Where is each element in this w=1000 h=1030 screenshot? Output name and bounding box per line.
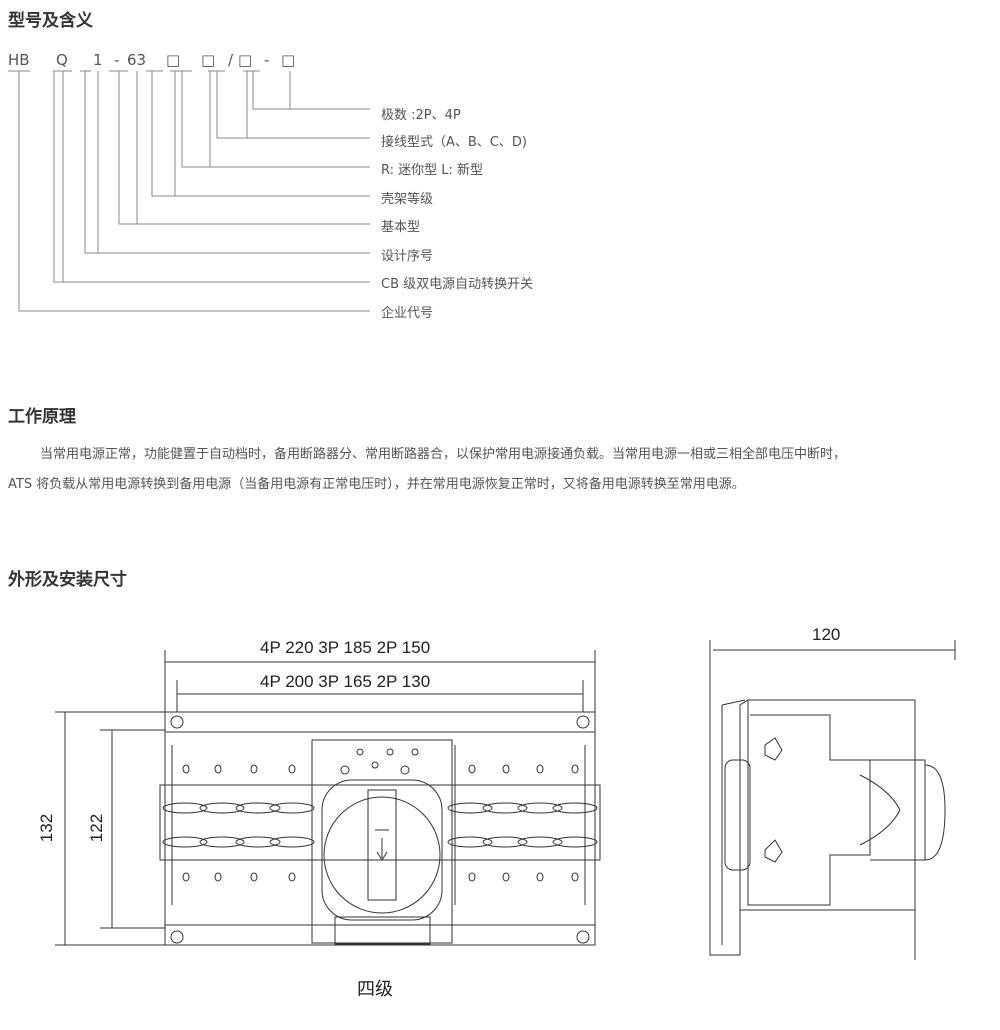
dimension-depth: 120 [812,625,841,644]
code-part: □ [166,51,181,69]
model-label: 极数 :2P、4P [381,108,461,123]
code-part: 63 [127,51,147,69]
code-part: □ [201,51,216,69]
paragraph-line: ATS 将负载从常用电源转换到备用电源（当备用电源有正常电压时），并在常用电源恢… [8,477,745,492]
model-label: 壳架等级 [381,192,434,207]
model-label: 企业代号 [381,306,434,321]
drawing-caption: 四级 [357,979,393,1000]
dimension-outer-width: 4P 220 3P 185 2P 150 [260,638,431,657]
dimension-inner-height: 122 [87,813,107,843]
code-part: □ [281,51,296,69]
model-label: 设计序号 [381,249,434,264]
code-part: - [264,51,270,69]
code-part: HB [8,51,30,69]
dimension-inner-width: 4P 200 3P 165 2P 130 [260,672,431,691]
section-title-principle: 工作原理 [8,407,76,427]
principle-paragraph: 当常用电源正常，功能健置于自动档时，备用断路器分、常用断路器合，以保护常用电源接… [8,440,998,500]
code-part: - [114,51,120,69]
model-label: CB 级双电源自动转换开关 [381,277,534,292]
dimension-outer-height: 132 [37,813,57,843]
paragraph-line: 当常用电源正常，功能健置于自动档时，备用断路器分、常用断路器合，以保护常用电源接… [40,447,847,462]
model-label: 接线型式（A、B、C、D) [381,135,527,150]
model-label: R: 迷你型 L: 新型 [381,163,484,178]
section-title-dimensions: 外形及安装尺寸 [8,570,127,590]
model-label: 基本型 [381,220,421,235]
code-part: 1 [93,51,103,69]
code-part: / [228,51,234,69]
section-title-model: 型号及含义 [8,11,93,31]
code-part: □ [238,51,253,69]
code-part: Q [56,51,68,69]
